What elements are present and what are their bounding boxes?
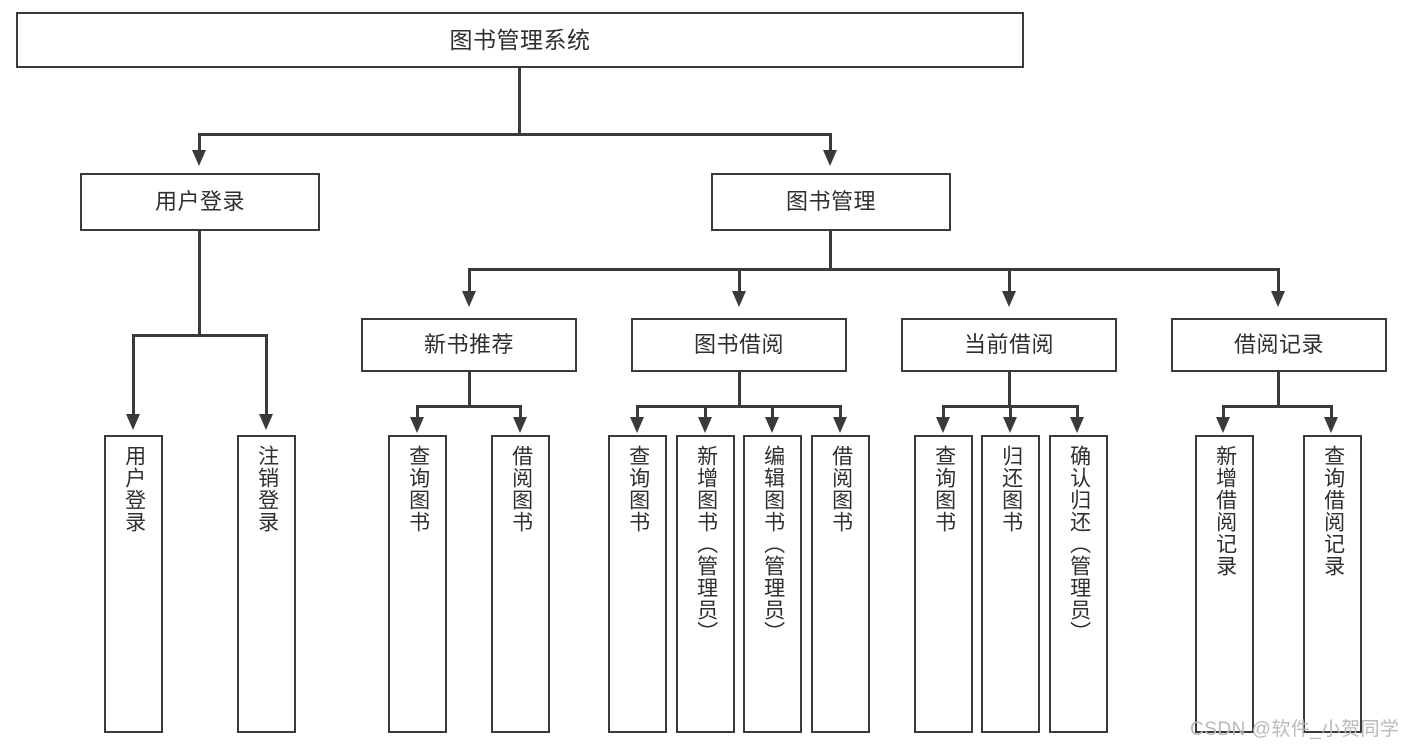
arrowhead-cb-leaf-2 <box>1003 417 1017 433</box>
arrowhead-br-leaf-1 <box>1216 417 1230 433</box>
node-label: 新增借阅记录 <box>1213 445 1237 577</box>
connector-cb-stem <box>1008 372 1011 408</box>
leaf-nbr-query-book[interactable]: 查询图书 <box>388 435 447 733</box>
leaf-bb-add-book-admin[interactable]: 新增图书（管理员） <box>676 435 735 733</box>
node-label: 归还图书 <box>999 445 1023 533</box>
connector-book-management-stem <box>829 231 832 271</box>
node-label: 注销登录 <box>255 445 279 533</box>
arrowhead-bb-leaf-1 <box>630 417 644 433</box>
node-label: 查询图书 <box>406 445 430 533</box>
arrowhead-user-login <box>192 150 206 166</box>
node-label: 新书推荐 <box>423 332 514 357</box>
arrowhead-new-book-recommend <box>462 291 476 307</box>
leaf-user-login[interactable]: 用户登录 <box>104 435 163 733</box>
arrowhead-leaf-logout <box>259 414 273 430</box>
node-label: 查询图书 <box>932 445 956 533</box>
node-borrow-record[interactable]: 借阅记录 <box>1171 318 1387 372</box>
leaf-br-query-record[interactable]: 查询借阅记录 <box>1303 435 1362 733</box>
arrowhead-leaf-user-login <box>126 414 140 430</box>
connector-book-management-fork-bar <box>468 268 1280 271</box>
arrowhead-borrow-record <box>1271 291 1285 307</box>
connector-bb-fork-bar <box>636 405 842 408</box>
connector-br-stem <box>1277 372 1280 408</box>
arrowhead-br-leaf-2 <box>1324 417 1338 433</box>
node-current-borrow[interactable]: 当前借阅 <box>901 318 1117 372</box>
node-root-book-management-system[interactable]: 图书管理系统 <box>16 12 1024 68</box>
connector-nbr-drop-1 <box>416 405 419 419</box>
leaf-bb-edit-book-admin[interactable]: 编辑图书（管理员） <box>743 435 802 733</box>
node-label: 新增图书（管理员） <box>694 445 718 643</box>
leaf-logout[interactable]: 注销登录 <box>237 435 296 733</box>
leaf-cb-return-book[interactable]: 归还图书 <box>981 435 1040 733</box>
node-label: 图书借阅 <box>693 332 784 357</box>
connector-br-drop-2 <box>1330 405 1333 419</box>
arrowhead-current-borrow <box>1002 291 1016 307</box>
connector-br-drop-1 <box>1222 405 1225 419</box>
connector-bb-drop-4 <box>839 405 842 419</box>
connector-nbr-fork-bar <box>416 405 522 408</box>
arrowhead-bb-leaf-4 <box>833 417 847 433</box>
connector-bm-drop-4 <box>1277 268 1280 293</box>
connector-user-login-drop-2 <box>265 334 268 416</box>
node-user-login[interactable]: 用户登录 <box>80 173 320 231</box>
leaf-nbr-borrow-book[interactable]: 借阅图书 <box>491 435 550 733</box>
node-label: 用户登录 <box>122 445 146 533</box>
arrowhead-nbr-leaf-1 <box>410 417 424 433</box>
connector-bb-drop-3 <box>771 405 774 419</box>
leaf-bb-query-book[interactable]: 查询图书 <box>608 435 667 733</box>
connector-bb-drop-2 <box>704 405 707 419</box>
connector-cb-drop-2 <box>1009 405 1012 419</box>
connector-bb-drop-1 <box>636 405 639 419</box>
arrowhead-book-borrow <box>732 291 746 307</box>
node-label: 图书管理系统 <box>449 26 591 53</box>
arrowhead-nbr-leaf-2 <box>513 417 527 433</box>
connector-root-to-user-login <box>198 133 201 155</box>
arrowhead-cb-leaf-3 <box>1070 417 1084 433</box>
arrowhead-bb-leaf-2 <box>698 417 712 433</box>
connector-root-stem <box>518 68 521 135</box>
node-label: 查询图书 <box>626 445 650 533</box>
connector-br-fork-bar <box>1222 405 1333 408</box>
leaf-cb-confirm-return-admin[interactable]: 确认归还（管理员） <box>1049 435 1108 733</box>
node-label: 查询借阅记录 <box>1321 445 1345 577</box>
connector-user-login-drop-1 <box>132 334 135 416</box>
connector-root-fork-bar <box>198 133 832 136</box>
node-label: 图书管理 <box>785 189 876 214</box>
arrowhead-cb-leaf-1 <box>936 417 950 433</box>
connector-bm-drop-2 <box>738 268 741 293</box>
leaf-cb-query-book[interactable]: 查询图书 <box>914 435 973 733</box>
node-label: 编辑图书（管理员） <box>761 445 785 643</box>
node-label: 借阅图书 <box>509 445 533 533</box>
connector-bb-stem <box>738 372 741 408</box>
node-label: 确认归还（管理员） <box>1067 445 1091 643</box>
arrowhead-bb-leaf-3 <box>765 417 779 433</box>
node-new-book-recommend[interactable]: 新书推荐 <box>361 318 577 372</box>
connector-root-to-book-management <box>829 133 832 155</box>
connector-user-login-stem <box>198 231 201 336</box>
connector-nbr-drop-2 <box>519 405 522 419</box>
node-label: 用户登录 <box>154 189 245 214</box>
connector-cb-drop-3 <box>1076 405 1079 419</box>
node-book-management[interactable]: 图书管理 <box>711 173 951 231</box>
connector-user-login-fork-bar <box>132 334 268 337</box>
leaf-bb-borrow-book[interactable]: 借阅图书 <box>811 435 870 733</box>
connector-nbr-stem <box>468 372 471 408</box>
connector-bm-drop-1 <box>468 268 471 293</box>
connector-cb-drop-1 <box>942 405 945 419</box>
arrowhead-book-management <box>823 150 837 166</box>
leaf-br-add-record[interactable]: 新增借阅记录 <box>1195 435 1254 733</box>
node-label: 当前借阅 <box>963 332 1054 357</box>
node-label: 借阅记录 <box>1233 332 1324 357</box>
node-label: 借阅图书 <box>829 445 853 533</box>
node-book-borrow[interactable]: 图书借阅 <box>631 318 847 372</box>
connector-bm-drop-3 <box>1008 268 1011 293</box>
